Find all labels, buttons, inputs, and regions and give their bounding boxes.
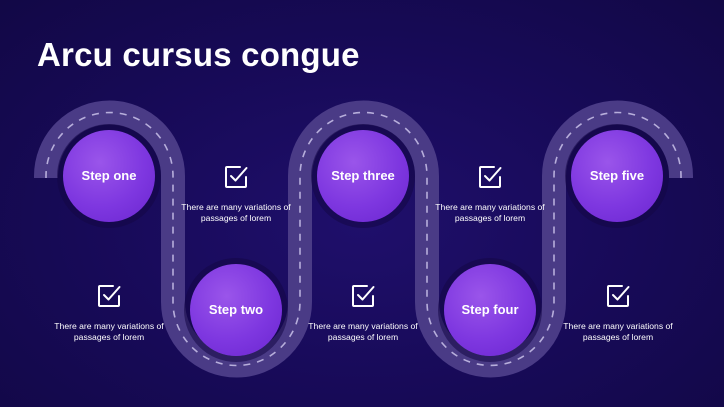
checkbox-icon	[352, 285, 375, 307]
checkbox-icon	[225, 166, 248, 188]
checkbox-icon	[479, 166, 502, 188]
road-dashes	[45, 111, 682, 367]
step-label: Step three	[331, 168, 395, 183]
caption-text: There are many variations of passages of…	[54, 321, 164, 342]
checkbox-icon	[607, 285, 630, 307]
step-label: Step two	[208, 302, 264, 317]
caption-text: There are many variations of passages of…	[181, 202, 291, 223]
slide-title: Arcu cursus congue	[37, 36, 360, 73]
checkbox-icon	[98, 285, 121, 307]
step-label: Step one	[81, 168, 137, 183]
step-label: Step five	[589, 168, 645, 183]
step-circle-three: Step three	[317, 130, 409, 222]
caption-text: There are many variations of passages of…	[308, 321, 418, 342]
step-circle-four: Step four	[444, 264, 536, 356]
step-label: Step four	[461, 302, 519, 317]
caption-text: There are many variations of passages of…	[563, 321, 673, 342]
step-circle-two: Step two	[190, 264, 282, 356]
step-circle-five: Step five	[571, 130, 663, 222]
step-circle-one: Step one	[63, 130, 155, 222]
caption-text: There are many variations of passages of…	[435, 202, 545, 223]
